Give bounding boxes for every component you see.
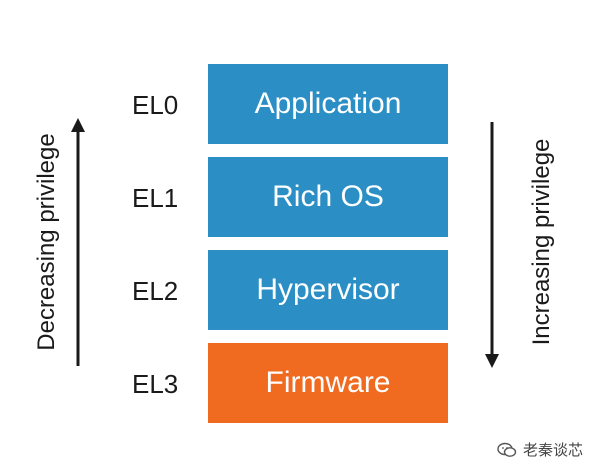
el2-label: EL2	[132, 276, 179, 306]
el0-label: EL0	[132, 90, 179, 120]
firmware-label: Firmware	[265, 366, 391, 399]
decreasing-privilege-label: Decreasing privilege	[33, 133, 60, 351]
rich-os-box: Rich OS	[208, 157, 448, 237]
watermark: 老秦谈芯	[497, 439, 583, 460]
hypervisor-box: Hypervisor	[208, 250, 448, 330]
application-label: Application	[254, 87, 402, 120]
rich-os-label: Rich OS	[272, 180, 384, 213]
application-box: Application	[208, 64, 448, 144]
el3-label: EL3	[132, 369, 179, 399]
increasing-privilege-label: Increasing privilege	[528, 138, 555, 346]
up-arrow-icon	[71, 118, 85, 366]
down-arrow-icon	[485, 122, 499, 368]
wechat-icon	[497, 442, 517, 457]
firmware-box: Firmware	[208, 343, 448, 423]
el1-label: EL1	[132, 183, 179, 213]
watermark-text: 老秦谈芯	[522, 442, 583, 459]
hypervisor-label: Hypervisor	[256, 273, 400, 306]
